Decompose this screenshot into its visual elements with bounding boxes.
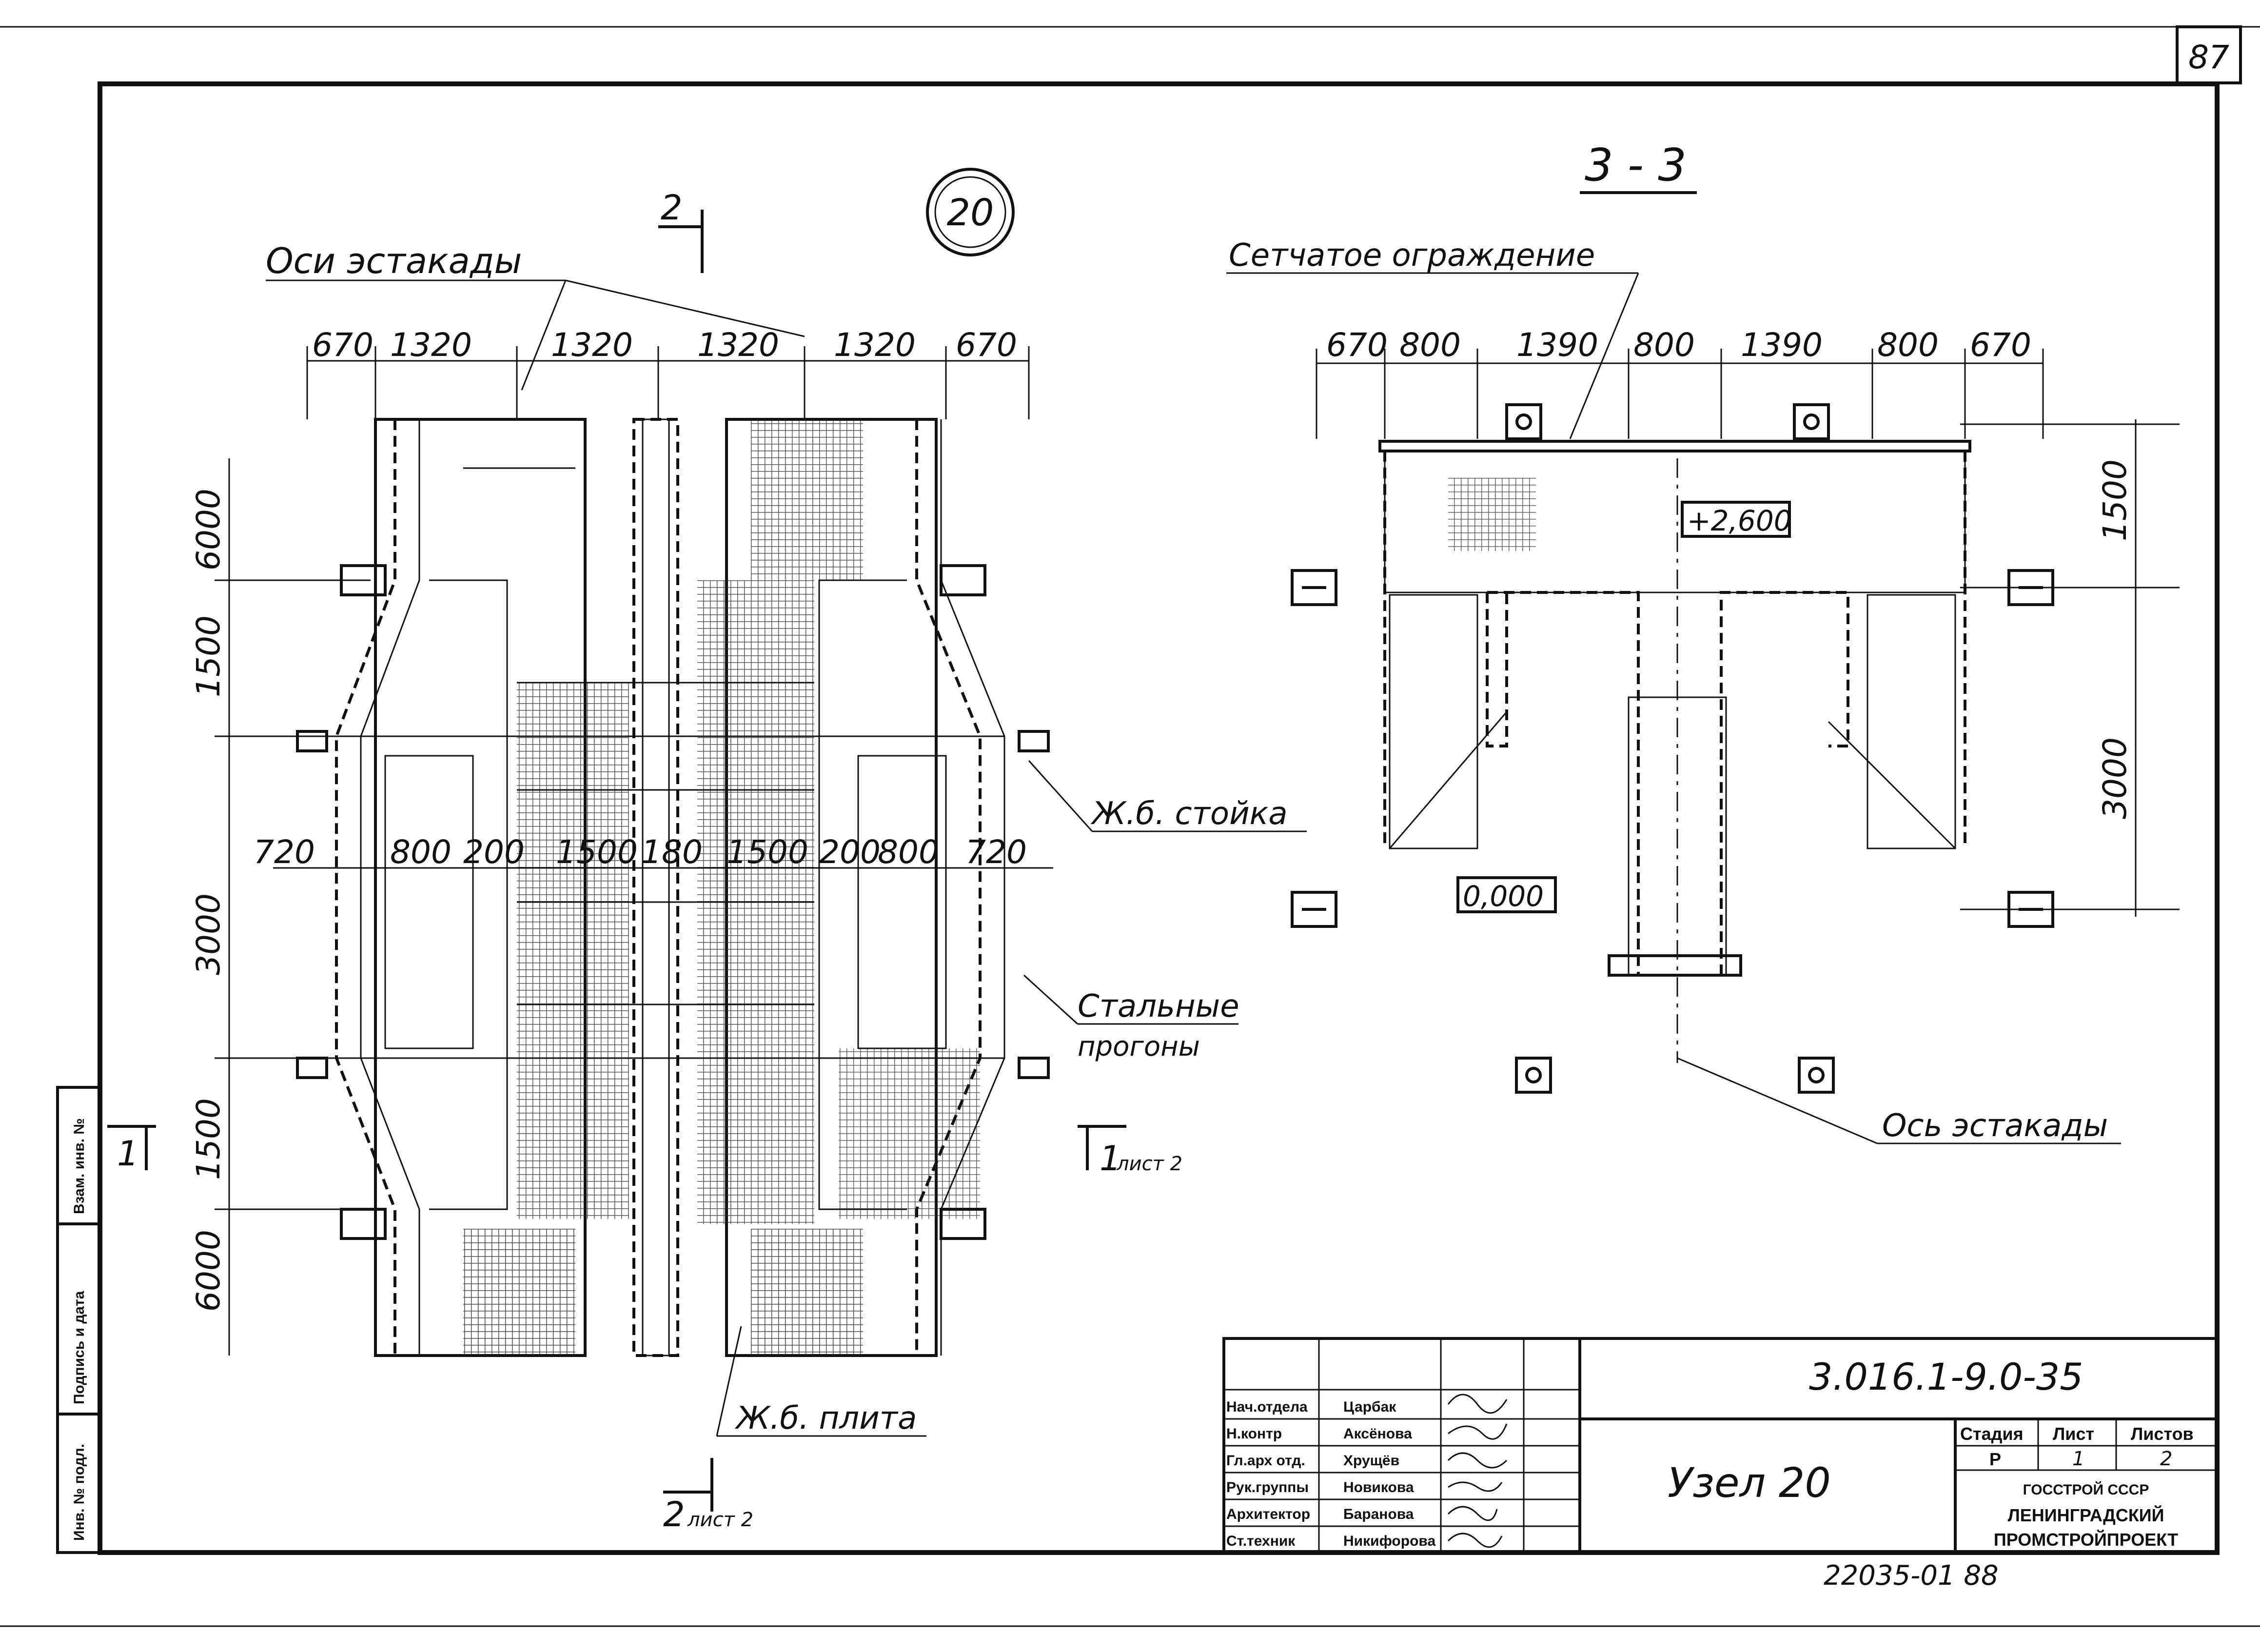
tb-stage-header: Стадия bbox=[1960, 1424, 2024, 1444]
plan-top-dim-4: 1320 bbox=[697, 326, 779, 364]
tb-name-5: Баранова bbox=[1343, 1506, 1414, 1522]
node-marker-circle bbox=[926, 168, 1015, 256]
tb-sheets-header: Листов bbox=[2131, 1424, 2194, 1444]
plan-top-dim-3: 1320 bbox=[551, 326, 633, 364]
section-title: 3 - 3 bbox=[1585, 139, 1687, 191]
page-number-box bbox=[2176, 25, 2242, 84]
label-column: Ж.б. стойка bbox=[1090, 796, 1288, 832]
plan-mid-dim-5: 180 bbox=[641, 833, 703, 871]
tb-role-1: Нач.отдела bbox=[1226, 1399, 1308, 1415]
label-slab: Ж.б. плита bbox=[734, 1400, 917, 1436]
section-mark-right: 1 bbox=[1100, 1139, 1121, 1179]
tb-role-5: Архитектор bbox=[1226, 1506, 1310, 1522]
plan-left-dim-5: 6000 bbox=[190, 1230, 227, 1312]
tb-doc-code: 3.016.1-9.0-35 bbox=[1809, 1355, 2083, 1398]
plan-top-dim-5: 1320 bbox=[834, 326, 916, 364]
page-number: 87 bbox=[2188, 39, 2229, 76]
plan-mid-dim-9: 720 bbox=[965, 833, 1027, 871]
plan-top-dim-6: 670 bbox=[956, 326, 1017, 364]
plan-mid-dim-6: 1500 bbox=[727, 833, 808, 871]
section-view: 3 - 3 Сетчатое ограждение bbox=[1226, 139, 2180, 1144]
plan-mid-dim-3: 200 bbox=[463, 833, 525, 871]
tb-name-6: Никифорова bbox=[1343, 1533, 1435, 1549]
level-lower: 0,000 bbox=[1463, 880, 1544, 913]
plan-top-dim-2: 1320 bbox=[390, 326, 472, 364]
label-purlins-2: прогоны bbox=[1078, 1031, 1200, 1062]
plan-left-dim-3: 3000 bbox=[190, 893, 227, 975]
tb-role-4: Рук.группы bbox=[1226, 1479, 1309, 1495]
section-top-dim-1: 670 bbox=[1326, 326, 1388, 364]
plan-top-dim-1: 670 bbox=[312, 326, 373, 364]
section-mark-left: 1 bbox=[117, 1134, 139, 1174]
label-axes: Оси эстакады bbox=[266, 240, 522, 281]
tb-name-1: Царбак bbox=[1343, 1399, 1396, 1415]
section-mark-top: 2 bbox=[661, 188, 683, 228]
tb-name-2: Аксёнова bbox=[1343, 1426, 1412, 1442]
level-lower-box bbox=[1456, 876, 1557, 913]
plan-mid-dim-4: 1500 bbox=[556, 833, 638, 871]
plan-view: 670 1320 1320 1320 1320 670 720 800 200 … bbox=[107, 168, 1307, 1534]
stamp-inv-label: Инв. № подл. bbox=[71, 1444, 87, 1541]
plan-left-dim-1: 6000 bbox=[190, 489, 227, 570]
section-top-dim-5: 1390 bbox=[1741, 326, 1823, 364]
stamp-replace-label: Взам. инв. № bbox=[71, 1118, 87, 1214]
section-mark-bottom: 2 bbox=[663, 1495, 685, 1534]
plan-mid-dim-1: 720 bbox=[254, 833, 315, 871]
tb-sheets: 2 bbox=[2160, 1448, 2172, 1470]
label-fence: Сетчатое ограждение bbox=[1229, 237, 1595, 274]
node-marker-number: 20 bbox=[947, 191, 994, 234]
plan-mid-dim-8: 800 bbox=[878, 833, 939, 871]
stamp-sign-label: Подпись и дата bbox=[71, 1291, 87, 1404]
tb-sheet: 1 bbox=[2072, 1448, 2084, 1470]
title-block: Нач.отдела Н.контр Гл.арх отд. Рук.групп… bbox=[1222, 1337, 2219, 1554]
tb-drawing-title: Узел 20 bbox=[1668, 1459, 1831, 1507]
section-top-dim-3: 1390 bbox=[1516, 326, 1598, 364]
section-mark-right-sheet: лист 2 bbox=[1116, 1153, 1182, 1175]
footer-code: 22035-01 88 bbox=[1824, 1560, 1999, 1592]
tb-name-3: Хрущёв bbox=[1343, 1453, 1399, 1469]
plan-mid-dim-7: 200 bbox=[819, 833, 881, 871]
tb-org-1: ГОССТРОЙ СССР bbox=[2023, 1481, 2149, 1498]
tb-stage: Р bbox=[1989, 1449, 2001, 1469]
tb-role-2: Н.контр bbox=[1226, 1426, 1282, 1442]
plan-left-dim-2: 1500 bbox=[190, 615, 227, 697]
level-upper: +2,600 bbox=[1687, 504, 1792, 537]
sheet-border bbox=[98, 81, 2220, 1555]
tb-sheet-header: Лист bbox=[2053, 1424, 2094, 1444]
section-top-dim-7: 670 bbox=[1970, 326, 2031, 364]
plan-left-dim-4: 1500 bbox=[190, 1098, 227, 1180]
section-right-dim-1: 1500 bbox=[2096, 459, 2134, 541]
level-upper-box bbox=[1681, 501, 1791, 538]
side-stamp: Инв. № подл. Подпись и дата Взам. инв. № bbox=[56, 1086, 101, 1554]
section-top-dim-6: 800 bbox=[1877, 326, 1939, 364]
plan-mid-dim-2: 800 bbox=[390, 833, 452, 871]
section-right-dim-2: 3000 bbox=[2096, 737, 2134, 819]
tb-role-3: Гл.арх отд. bbox=[1226, 1453, 1305, 1469]
section-mark-bottom-sheet: лист 2 bbox=[687, 1509, 753, 1531]
label-purlins-1: Стальные bbox=[1078, 988, 1239, 1024]
tb-org-2: ЛЕНИНГРАДСКИЙ bbox=[2007, 1505, 2164, 1525]
label-axis: Ось эстакады bbox=[1882, 1108, 2108, 1144]
section-top-dim-4: 800 bbox=[1633, 326, 1695, 364]
tb-org-3: ПРОМСТРОЙПРОЕКТ bbox=[1994, 1529, 2178, 1550]
tb-name-4: Новикова bbox=[1343, 1479, 1414, 1495]
section-top-dim-2: 800 bbox=[1399, 326, 1461, 364]
tb-role-6: Ст.техник bbox=[1226, 1533, 1296, 1549]
